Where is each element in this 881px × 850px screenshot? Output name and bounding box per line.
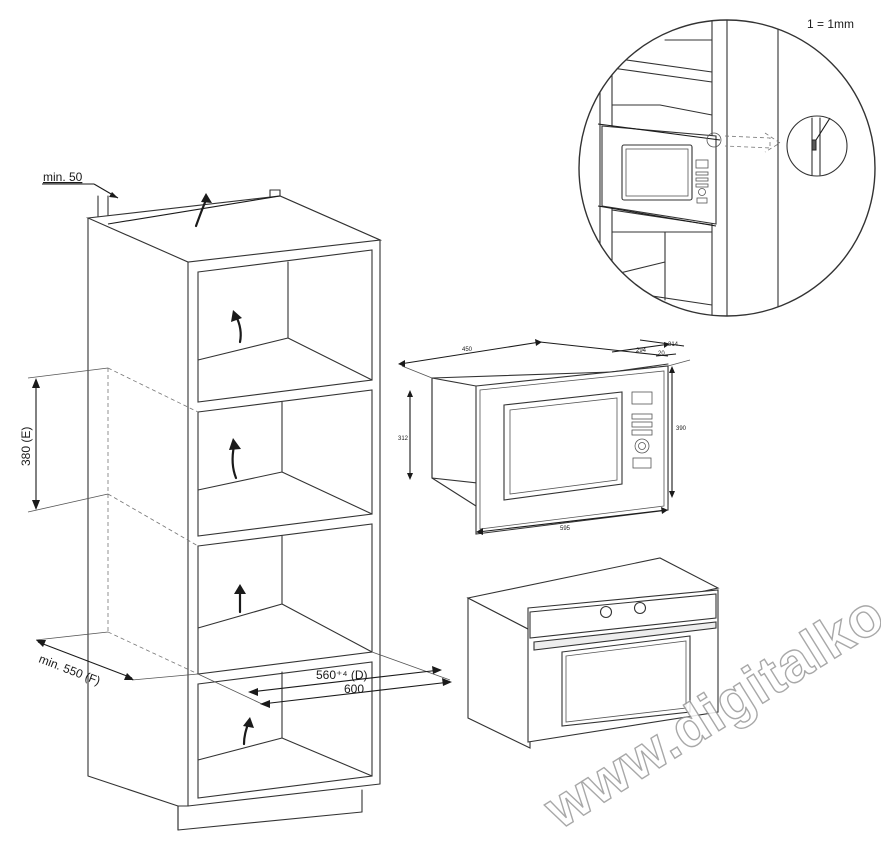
dim-frame-offset: 20	[658, 351, 665, 357]
tall-cabinet	[85, 189, 383, 831]
dim-body-depth: 294	[636, 348, 647, 354]
scale-label: 1 = 1mm	[807, 17, 854, 31]
dim-frame-height: 390	[676, 426, 687, 432]
niche-depth-label: 560⁺⁴ (D)	[316, 668, 368, 682]
dim-depth: 450	[462, 347, 473, 353]
oven-illustration	[466, 557, 720, 749]
min-top-gap-label: min. 50	[43, 170, 83, 184]
microwave-drawing: 450 294 314 20 312 390 595	[398, 339, 691, 535]
dim-frame-width: 595	[560, 526, 571, 532]
dim-total-depth: 314	[668, 342, 679, 348]
niche-height-label: 380 (E)	[19, 427, 33, 466]
width-label: 600	[344, 682, 364, 696]
detail-inset	[578, 19, 876, 317]
min-front-depth-label: min. 550 (F)	[37, 652, 102, 688]
dim-body-height: 312	[398, 436, 409, 442]
